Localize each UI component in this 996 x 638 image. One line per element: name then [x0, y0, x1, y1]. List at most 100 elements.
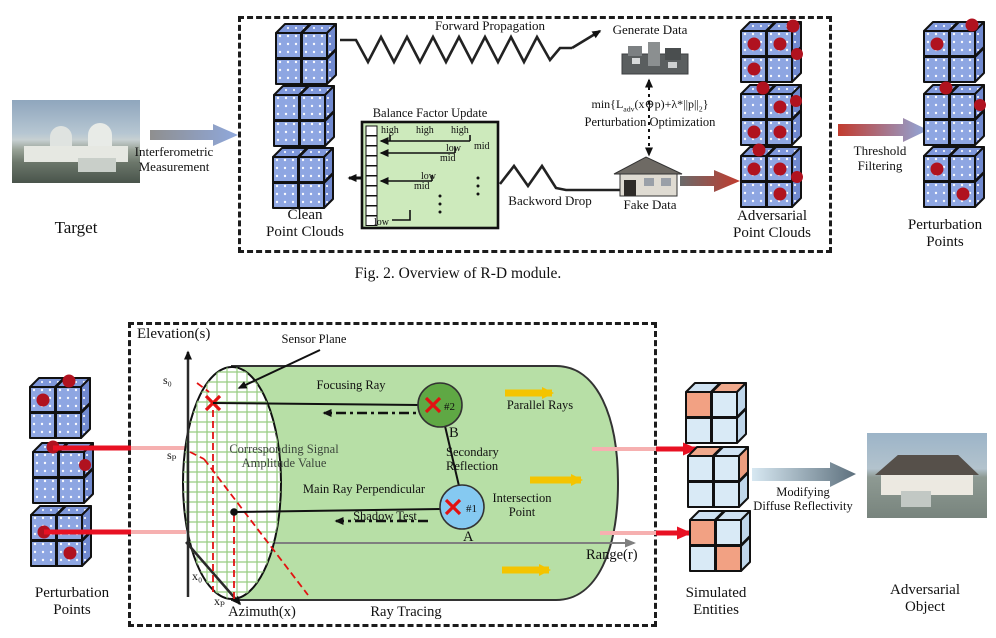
corr-line2: Amplitude Value — [241, 456, 327, 471]
clean-points-label: Clean Point Clouds — [252, 207, 358, 242]
perturbation-cluster-r2 — [923, 81, 986, 146]
backword-drop-label: Backword Drop — [508, 193, 592, 208]
parallel-rays-label: Parallel Rays — [506, 398, 574, 412]
point-a-label: A — [463, 529, 474, 545]
interferometric-line1: Interferometric — [134, 144, 214, 159]
formula-sub-2: 2 — [698, 104, 703, 114]
balance-factor-box: high high high mid low mid low mid low — [360, 120, 500, 230]
secref-line1: Secondary — [446, 445, 499, 459]
pert-r-line1: Perturbation — [907, 217, 983, 233]
range-axis-label: Range(r) — [586, 547, 638, 563]
interferometric-label: Interferometric Measurement — [118, 144, 230, 175]
azimuth-axis-label: Azimuth(x) — [228, 604, 296, 620]
x-mark-a — [444, 498, 462, 516]
annex-block — [901, 491, 931, 507]
sim-line2: Entities — [693, 602, 739, 619]
x-mark-b — [424, 396, 442, 414]
perturbation-points-label-right: Perturbation Points — [894, 217, 996, 252]
balance-label: mid — [414, 181, 430, 192]
adversarial-points-label: Adversarial Point Clouds — [710, 208, 834, 243]
simulated-cluster-3 — [689, 510, 751, 572]
clean-cluster-2 — [273, 85, 335, 147]
xp-label: xₚ — [214, 594, 225, 608]
generate-data-building-icon — [621, 42, 689, 75]
formula-post: } — [702, 97, 709, 111]
threshold-line1: Threshold — [853, 143, 907, 158]
balance-label: low — [446, 143, 462, 154]
secref-line2: Reflection — [446, 459, 499, 474]
sim-line1: Simulated — [685, 585, 747, 601]
ray-tracing-box — [128, 322, 657, 627]
advobj-line1: Adversarial — [890, 582, 960, 598]
num2-label: #2 — [444, 401, 455, 413]
intersection-point-a-circle — [439, 484, 485, 530]
balance-dots — [438, 176, 480, 214]
fake-data-house-icon — [613, 156, 683, 197]
balance-label: high — [381, 125, 399, 136]
building-block — [78, 158, 116, 172]
adversarial-line1: Adversarial — [737, 208, 807, 224]
sensor-plane-label: Sensor Plane — [281, 332, 347, 346]
pert-l-line1: Perturbation — [34, 585, 110, 601]
balance-label: low — [374, 217, 390, 228]
pert-r-line2: Points — [926, 234, 964, 251]
fake-data-label: Fake Data — [623, 197, 677, 212]
forward-propagation-label: Forward Propagation — [434, 18, 546, 33]
backword-drop-zigzag — [498, 163, 620, 192]
x0-label: x₀ — [192, 569, 202, 583]
fake-to-adversarial-arrow — [680, 170, 740, 192]
clean-line1: Clean — [287, 207, 323, 223]
reflection-point-b-circle — [417, 382, 463, 428]
ray-tracing-cylinder — [231, 365, 620, 601]
balance-label: mid — [440, 153, 456, 164]
threshold-filtering-arrow — [838, 118, 928, 142]
balance-label: low — [421, 171, 437, 182]
advobj-line2: Object — [905, 599, 945, 616]
perturbation-optimization-label: Perturbation Optimization — [584, 115, 716, 129]
sensor-plane-pointer — [237, 349, 321, 389]
clean-line2: Point Clouds — [266, 224, 344, 241]
elevation-axis-label: Elevation(s) — [137, 326, 211, 342]
focusing-ray-label: Focusing Ray — [316, 378, 386, 392]
shadow-test-label: Shadow Test — [353, 509, 417, 523]
adversarial-cluster-2 — [740, 81, 802, 146]
interferometric-arrow — [150, 124, 238, 146]
balance-factor-title: Balance Factor Update — [372, 106, 488, 120]
clean-cluster-1 — [275, 23, 337, 85]
pert-l-line2: Points — [53, 602, 91, 619]
target-label: Target — [54, 218, 98, 237]
balance-label: mid — [474, 141, 490, 152]
adversarial-cluster-3 — [740, 143, 803, 208]
balance-label: high — [416, 125, 434, 136]
simulated-entities-label: Simulated Entities — [664, 585, 768, 620]
simulated-cluster-1 — [685, 382, 747, 444]
sp-label: sₚ — [167, 448, 177, 462]
output-transfer-lines-right — [592, 442, 698, 540]
adversarial-cluster-1 — [740, 19, 803, 83]
threshold-line2: Filtering — [857, 157, 903, 173]
perturbation-transfer-lines-left — [44, 445, 186, 535]
mod-line2: Diffuse Reflectivity — [753, 499, 853, 514]
num1-label: #1 — [466, 503, 477, 515]
s0-label: s₀ — [163, 373, 172, 387]
formula-mid: (x⊕p)+λ*||p|| — [634, 97, 699, 111]
sensor-grid — [183, 367, 281, 599]
mod-line1: Modifying — [776, 485, 830, 499]
perturbation-cluster-r3 — [923, 146, 985, 208]
simulated-cluster-2 — [687, 446, 749, 508]
signal-point-dot — [230, 508, 238, 516]
roof-shape — [875, 455, 979, 475]
secondary-reflection-line — [444, 425, 460, 487]
secondary-reflection-label: Secondary Reflection — [446, 445, 528, 474]
optimization-formula: min{Ladv(x⊕p)+λ*||p||2} — [566, 97, 734, 114]
perturbation-cluster-r1 — [923, 18, 985, 83]
focusing-ray-line — [212, 402, 420, 406]
main-ray-line — [233, 508, 442, 513]
reactor-dome-icon — [50, 126, 72, 152]
modifying-arrow — [752, 462, 856, 487]
interferometric-line2: Measurement — [138, 158, 210, 174]
balance-cells — [365, 125, 378, 226]
intpt-line1: Intersection — [492, 491, 552, 505]
formula-pre: min{L — [591, 97, 624, 111]
